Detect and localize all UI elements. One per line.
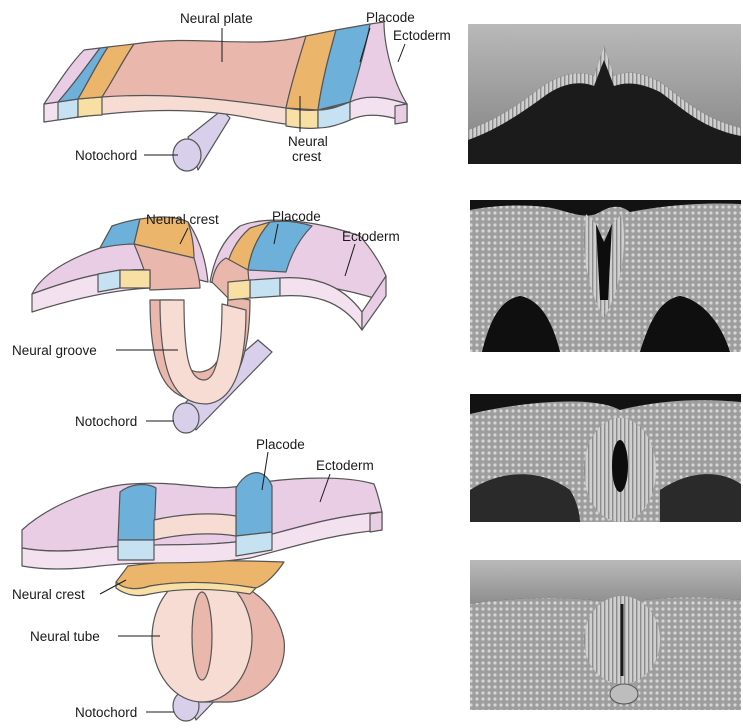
- label-placode-1: Placode: [366, 10, 415, 25]
- label-ectoderm-3: Ectoderm: [316, 458, 374, 473]
- label-ectoderm-1: Ectoderm: [393, 28, 451, 43]
- label-neural-groove: Neural groove: [12, 343, 97, 358]
- micrograph-3: [470, 394, 741, 522]
- leader-ectoderm-1: [398, 44, 405, 62]
- label-neural-crest-3: Neural crest: [12, 587, 85, 602]
- notochord-1: [173, 110, 230, 171]
- label-neural-crest-1a: Neural: [288, 134, 328, 149]
- micrograph-2: [470, 200, 741, 352]
- plate-top-surface: [44, 22, 407, 110]
- label-neural-crest-2: Neural crest: [146, 212, 219, 227]
- label-neural-tube: Neural tube: [30, 629, 100, 644]
- panel-neural-plate: Neural plate Placode Ectoderm Neural cre…: [44, 10, 451, 171]
- label-notochord-3: Notochord: [75, 705, 137, 720]
- ectoderm-slab-3: [22, 473, 382, 569]
- panel-neural-groove: Neural crest Placode Ectoderm Neural gro…: [12, 209, 400, 433]
- label-ectoderm-2: Ectoderm: [342, 229, 400, 244]
- micrograph-1: [468, 24, 741, 164]
- plate-end-face: [395, 104, 407, 124]
- label-placode-3: Placode: [256, 437, 305, 452]
- label-neural-crest-1b: crest: [292, 149, 322, 164]
- label-notochord-1: Notochord: [75, 148, 137, 163]
- label-notochord-2: Notochord: [75, 414, 137, 429]
- micrograph-4: [470, 560, 741, 710]
- left-fold: [32, 217, 208, 312]
- panel-neural-tube: Placode Ectoderm Neural crest Neural tub…: [12, 437, 382, 721]
- neural-tube: [152, 574, 284, 702]
- label-placode-2: Placode: [272, 209, 321, 224]
- label-neural-plate: Neural plate: [180, 11, 253, 26]
